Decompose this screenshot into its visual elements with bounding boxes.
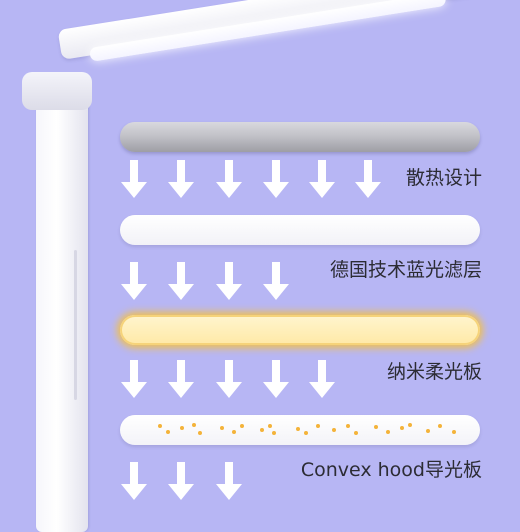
light-dot — [426, 429, 430, 433]
light-dot — [158, 424, 162, 428]
light-dot — [166, 430, 170, 434]
down-arrow-icon — [216, 360, 242, 398]
light-dot — [192, 423, 196, 427]
soft-light-panel-label: 纳米柔光板 — [386, 361, 482, 383]
down-arrow-icon — [216, 462, 242, 500]
down-arrow-icon — [121, 160, 147, 198]
lamp-pole — [36, 92, 88, 532]
light-dot — [240, 424, 244, 428]
down-arrow-icon — [263, 360, 289, 398]
light-dot — [272, 431, 276, 435]
heat-sink-layer — [120, 122, 480, 152]
blue-light-filter-layer — [120, 215, 480, 245]
down-arrow-icon — [121, 462, 147, 500]
down-arrow-icon — [168, 462, 194, 500]
down-arrow-icon — [309, 160, 335, 198]
down-arrow-icon — [168, 160, 194, 198]
light-dot — [386, 430, 390, 434]
lamp-joint — [22, 72, 92, 110]
light-dot — [268, 424, 272, 428]
down-arrow-icon — [168, 262, 194, 300]
light-dot — [220, 426, 224, 430]
light-dot — [438, 424, 442, 428]
light-guide-plate-layer — [120, 415, 480, 445]
down-arrow-icon — [355, 160, 381, 198]
down-arrow-icon — [309, 360, 335, 398]
down-arrow-icon — [263, 262, 289, 300]
light-dot — [316, 424, 320, 428]
light-dot — [296, 427, 300, 431]
light-dot — [374, 425, 378, 429]
down-arrow-icon — [216, 160, 242, 198]
lamp-slot — [74, 250, 77, 400]
light-dot — [354, 431, 358, 435]
blue-light-filter-label: 德国技术蓝光滤层 — [329, 259, 482, 281]
light-dot — [198, 431, 202, 435]
light-guide-plate-label: Convex hood导光板 — [300, 459, 482, 481]
down-arrow-icon — [216, 262, 242, 300]
down-arrow-icon — [121, 262, 147, 300]
light-dot — [452, 430, 456, 434]
light-dot — [232, 430, 236, 434]
heat-sink-label: 散热设计 — [405, 167, 482, 189]
light-dot — [260, 428, 264, 432]
product-diagram: 散热设计 德国技术蓝光滤层 纳米柔光板 — [22, 0, 482, 532]
light-dot — [332, 428, 336, 432]
light-dot — [346, 424, 350, 428]
light-dot — [400, 426, 404, 430]
light-dot — [304, 431, 308, 435]
down-arrow-icon — [263, 160, 289, 198]
light-dot — [408, 423, 412, 427]
down-arrow-icon — [168, 360, 194, 398]
light-dot — [180, 426, 184, 430]
soft-light-panel-layer — [120, 315, 480, 345]
down-arrow-icon — [121, 360, 147, 398]
